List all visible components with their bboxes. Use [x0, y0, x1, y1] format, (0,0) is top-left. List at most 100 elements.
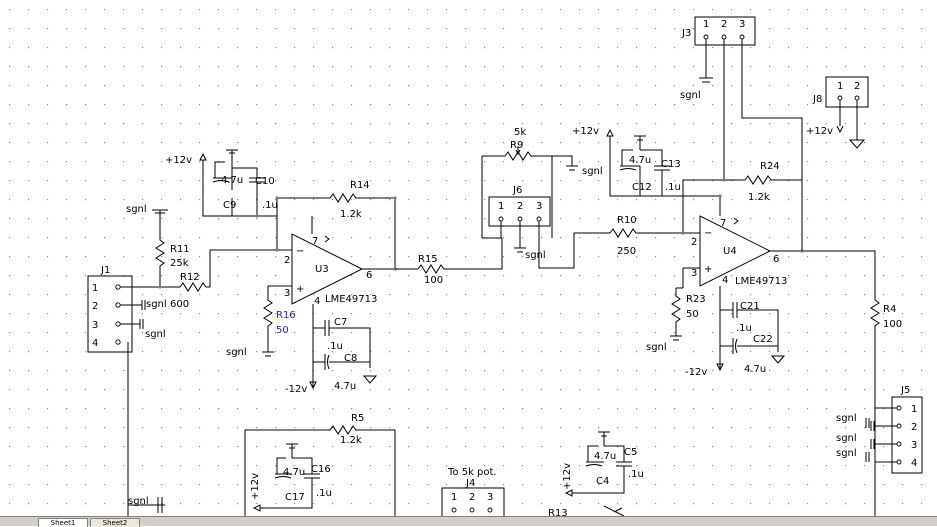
j6-pin-1: 1 — [498, 201, 504, 212]
r5-value: 1.2k — [340, 435, 362, 446]
j1-pin-2: 2 — [92, 301, 98, 312]
r10-ref: R10 — [617, 215, 637, 226]
sgnl-label: sgnl — [680, 90, 701, 101]
c12-value: .1u — [665, 182, 681, 193]
sheet-tab-bar: Sheet1 Sheet2 — [0, 516, 937, 527]
r4-value: 100 — [883, 319, 902, 330]
r23-value: 50 — [686, 309, 699, 320]
j4-pin-3: 3 — [487, 492, 493, 503]
j8-ref: J8 — [812, 94, 822, 105]
c5-value: .1u — [628, 469, 644, 480]
u3-pin-vpos: 7 — [312, 236, 318, 247]
opamp-u3[interactable]: − + U3 LME49713 2 3 6 7 4 — [284, 233, 377, 307]
r5-ref: R5 — [351, 413, 364, 424]
c22-ref: C22 — [753, 334, 773, 345]
j3-pin-2: 2 — [721, 19, 727, 30]
c10-ref: C10 — [255, 176, 275, 187]
u4-pin-noninv: 3 — [691, 268, 697, 279]
c17-ref: C17 — [285, 492, 305, 503]
tab-sheet2[interactable]: Sheet2 — [90, 518, 140, 527]
u4-pin-out: 6 — [773, 254, 779, 265]
j1-ref: J1 — [100, 265, 110, 276]
j8-pin-2: 2 — [854, 81, 860, 92]
c17-value: .1u — [316, 488, 332, 499]
dot-grid — [0, 0, 937, 516]
j5-pin-4: 4 — [911, 458, 917, 469]
pos-supply-label: +12v — [806, 126, 833, 137]
j3-pin-1: 1 — [703, 19, 709, 30]
c16-ref: C16 — [311, 464, 331, 475]
opamp-u4[interactable]: − + U4 LME49713 2 3 6 7 4 — [691, 215, 787, 287]
r16-value: 50 — [276, 325, 289, 336]
sgnl-label: sgnl — [128, 496, 149, 507]
c21-value: .1u — [736, 323, 752, 334]
sgnl-label: sgnl — [145, 329, 166, 340]
c8-ref: C8 — [344, 353, 357, 364]
tab-sheet1[interactable]: Sheet1 — [38, 518, 88, 527]
c10-value: .1u — [262, 200, 278, 211]
sgnl-label: sgnl — [582, 166, 603, 177]
u4-part: LME49713 — [735, 276, 787, 287]
r14-ref: R14 — [350, 180, 370, 191]
neg-supply-label: -12v — [685, 367, 707, 378]
u3-pin-inv: 2 — [284, 255, 290, 266]
j6-pin-2: 2 — [517, 201, 523, 212]
r15-ref: R15 — [418, 254, 438, 265]
r11-ref: R11 — [170, 244, 190, 255]
j5-ref: J5 — [900, 385, 910, 396]
c22-value: 4.7u — [744, 364, 766, 375]
pos-supply-label: +12v — [562, 463, 573, 490]
connector-j1[interactable]: J1 1 2 3 4 — [87, 265, 133, 353]
r12-ref: R12 — [180, 272, 200, 283]
u3-pin-out: 6 — [366, 270, 372, 281]
r11-value: 25k — [170, 258, 189, 269]
c21-ref: C21 — [740, 301, 760, 312]
r14-value: 1.2k — [340, 209, 362, 220]
j4-pin-2: 2 — [469, 492, 475, 503]
c7-ref: C7 — [334, 317, 347, 328]
u3-pin-vneg: 4 — [314, 296, 320, 307]
j1-pin-3: 3 — [92, 320, 98, 331]
j5-pin-1: 1 — [911, 404, 917, 415]
r13-ref: R13 — [548, 508, 568, 516]
connector-j5[interactable]: J5 1 2 3 4 — [891, 385, 923, 474]
sgnl-label: sgnl — [146, 299, 167, 310]
u4-pin-vpos: 7 — [720, 218, 726, 229]
j3-ref: J3 — [681, 28, 691, 39]
c16-value: 4.7u — [283, 467, 305, 478]
u3-pin-noninv: 3 — [284, 288, 290, 299]
sgnl-label: sgnl — [226, 347, 247, 358]
sgnl-label: sgnl — [126, 204, 147, 215]
c7-value: .1u — [327, 341, 343, 352]
u3-part: LME49713 — [325, 294, 377, 305]
r23-ref: R23 — [686, 294, 706, 305]
j1-pin-1: 1 — [92, 283, 98, 294]
c8-value: 4.7u — [334, 381, 356, 392]
sgnl-label: sgnl — [646, 342, 667, 353]
j4-note: To 5k pot. — [447, 467, 497, 478]
c5-ref: C5 — [624, 447, 637, 458]
c4-ref: C4 — [596, 476, 609, 487]
r15-value: 100 — [424, 275, 443, 286]
connector-j3[interactable]: J3 1 2 3 — [681, 16, 756, 46]
c12-ref: C12 — [632, 182, 652, 193]
r4-ref: R4 — [883, 304, 896, 315]
schematic-drawing[interactable]: J1 1 2 3 4 sgnl sgnl 600 sgnl R11 25k R1… — [0, 0, 937, 516]
neg-supply-label: -12v — [285, 384, 307, 395]
c13-value: 4.7u — [629, 155, 651, 166]
j8-pin-1: 1 — [837, 81, 843, 92]
sgnl-label: sgnl — [836, 413, 857, 424]
j6-pin-3: 3 — [536, 201, 542, 212]
r24-value: 1.2k — [748, 192, 770, 203]
c4-value: 4.7u — [594, 451, 616, 462]
j4-pin-1: 1 — [451, 492, 457, 503]
j6-ref: J6 — [512, 185, 522, 196]
j1-pin-4: 4 — [92, 338, 98, 349]
pos-supply-label: +12v — [250, 473, 261, 500]
svg-text:−: − — [296, 246, 304, 257]
r10-value: 250 — [617, 246, 636, 257]
r12-value: 600 — [170, 299, 189, 310]
c9-ref: C9 — [223, 200, 236, 211]
connector-j4[interactable]: To 5k pot. J4 1 2 3 — [441, 467, 505, 516]
